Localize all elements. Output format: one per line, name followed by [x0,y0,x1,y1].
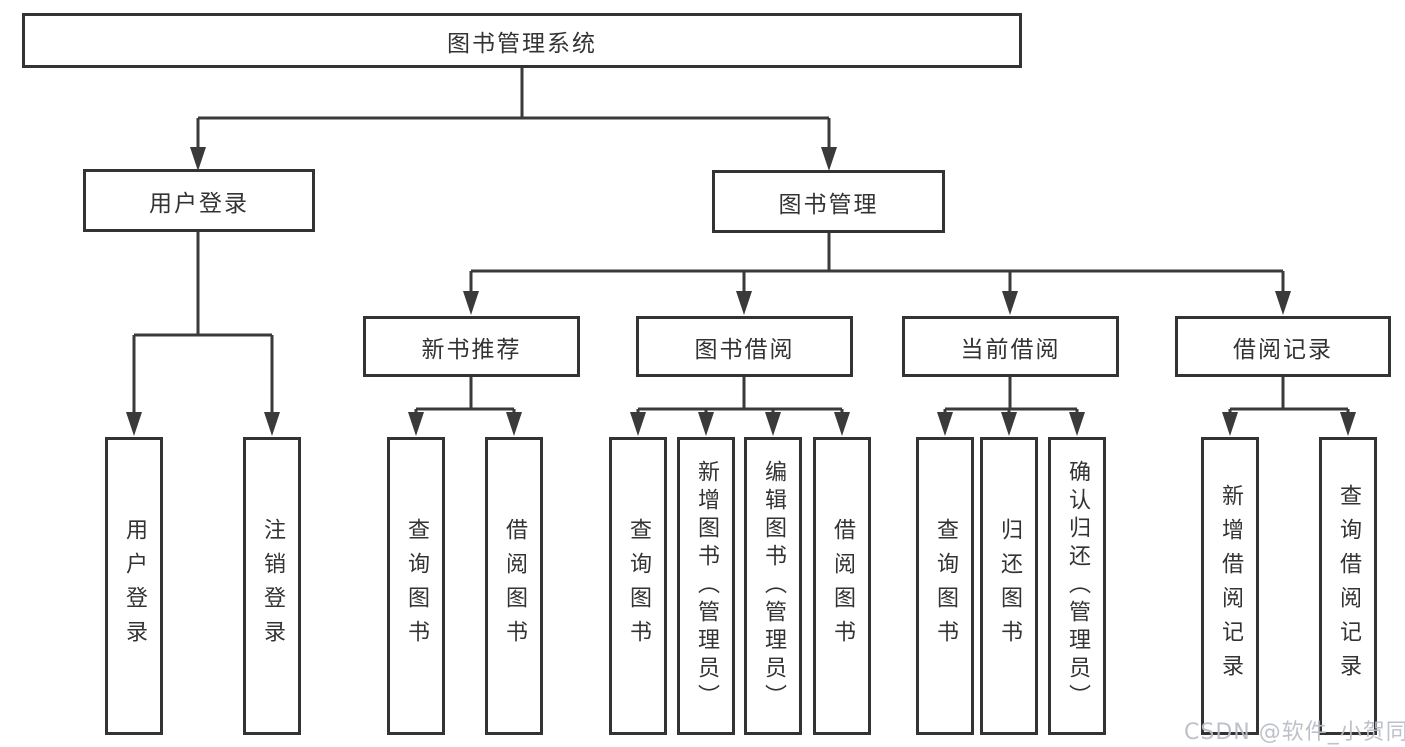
arrowheads [126,147,1356,436]
leaf-add-book-admin: 新增图书（管理员） [677,437,735,735]
leaf-logout-login: 注销登录 [243,437,301,735]
node-new-book-recommend-label: 新书推荐 [421,336,522,363]
leaf-user-login-label: 用户登录 [122,518,147,654]
leaf-query-books-current-label: 查询图书 [933,518,958,654]
leaf-confirm-return-admin: 确认归还（管理员） [1048,437,1106,735]
node-library-system: 图书管理系统 [22,13,1022,68]
node-borrow-records: 借阅记录 [1175,316,1391,377]
leaf-confirm-return-admin-label: 确认归还（管理员） [1065,460,1090,712]
leaf-query-books-borrow-label: 查询图书 [626,518,651,654]
watermark: CSDN @软件_小贺同学 [1184,720,1405,745]
leaf-borrow-books-recommend-label: 借阅图书 [502,518,527,654]
leaf-edit-book-admin-label: 编辑图书（管理员） [761,460,786,712]
node-book-borrow-label: 图书借阅 [694,336,795,363]
leaf-query-books-recommend-label: 查询图书 [404,518,429,654]
leaf-borrow-books-label: 借阅图书 [830,518,855,654]
leaf-return-books: 归还图书 [980,437,1038,735]
node-book-borrow: 图书借阅 [636,316,853,377]
leaf-logout-login-label: 注销登录 [260,518,285,654]
leaf-query-books-recommend: 查询图书 [387,437,445,735]
leaf-edit-book-admin: 编辑图书（管理员） [744,437,802,735]
leaf-add-borrow-record: 新增借阅记录 [1201,437,1259,735]
leaf-add-book-admin-label: 新增图书（管理员） [694,460,719,712]
node-new-book-recommend: 新书推荐 [363,316,580,377]
leaf-query-borrow-record-label: 查询借阅记录 [1336,484,1361,688]
leaf-query-books-borrow: 查询图书 [609,437,667,735]
leaf-add-borrow-record-label: 新增借阅记录 [1218,484,1243,688]
node-current-borrow-label: 当前借阅 [960,336,1061,363]
leaf-return-books-label: 归还图书 [997,518,1022,654]
leaf-borrow-books-recommend: 借阅图书 [485,437,543,735]
node-book-management: 图书管理 [712,170,945,233]
node-user-login-label: 用户登录 [149,190,249,217]
leaf-user-login: 用户登录 [105,437,163,735]
node-book-management-label: 图书管理 [778,191,879,218]
node-borrow-records-label: 借阅记录 [1233,336,1333,363]
leaf-query-books-current: 查询图书 [916,437,974,735]
leaf-query-borrow-record: 查询借阅记录 [1319,437,1377,735]
leaf-borrow-books: 借阅图书 [813,437,871,735]
node-user-login: 用户登录 [83,169,315,232]
node-current-borrow: 当前借阅 [902,316,1119,377]
node-library-system-label: 图书管理系统 [447,30,597,57]
